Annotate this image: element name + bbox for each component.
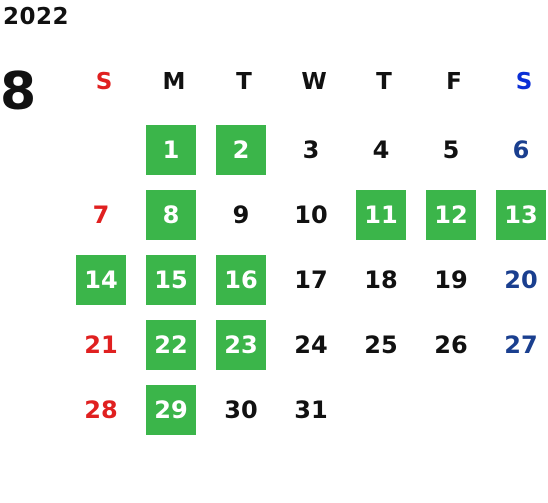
day-number[interactable]: 4 <box>372 136 390 164</box>
day-number[interactable]: 31 <box>294 396 328 424</box>
day-cell: 10 <box>279 184 349 249</box>
day-cell: 31 <box>279 379 349 444</box>
day-cell: 15 <box>139 249 209 314</box>
day-cell: 30 <box>209 379 279 444</box>
weekday-header: S <box>95 69 113 95</box>
day-number[interactable]: 5 <box>442 136 460 164</box>
day-highlighted[interactable]: 12 <box>426 190 476 240</box>
day-number[interactable]: 9 <box>232 201 250 229</box>
day-number[interactable]: 18 <box>364 266 398 294</box>
day-number[interactable]: 25 <box>364 331 398 359</box>
day-cell: 16 <box>209 249 279 314</box>
day-highlighted[interactable]: 29 <box>146 385 196 435</box>
day-number[interactable]: 3 <box>302 136 320 164</box>
day-highlighted[interactable]: 8 <box>146 190 196 240</box>
month-number: 8 <box>0 62 37 122</box>
day-cell: 29 <box>139 379 209 444</box>
day-cell: 19 <box>419 249 489 314</box>
day-cell: 24 <box>279 314 349 379</box>
day-highlighted[interactable]: 2 <box>216 125 266 175</box>
day-cell: 22 <box>139 314 209 379</box>
weekday-header: W <box>301 69 327 95</box>
day-cell: 12 <box>419 184 489 249</box>
day-number[interactable]: 20 <box>504 266 538 294</box>
day-cell: 2 <box>209 119 279 184</box>
day-cell: 27 <box>489 314 548 379</box>
day-number[interactable]: 7 <box>92 201 110 229</box>
day-cell: 6 <box>489 119 548 184</box>
day-number[interactable]: 28 <box>84 396 118 424</box>
day-highlighted[interactable]: 14 <box>76 255 126 305</box>
day-number[interactable]: 21 <box>84 331 118 359</box>
day-cell: 8 <box>139 184 209 249</box>
day-highlighted[interactable]: 16 <box>216 255 266 305</box>
day-cell <box>69 119 139 184</box>
weekday-header: T <box>376 69 392 95</box>
weekday-header: T <box>236 69 252 95</box>
day-highlighted[interactable]: 1 <box>146 125 196 175</box>
day-cell: 9 <box>209 184 279 249</box>
year-label: 2022 <box>3 4 70 30</box>
day-cell: 13 <box>489 184 548 249</box>
day-cell: 4 <box>349 119 419 184</box>
day-cell: 20 <box>489 249 548 314</box>
day-cell: 23 <box>209 314 279 379</box>
day-number[interactable]: 17 <box>294 266 328 294</box>
day-cell: 11 <box>349 184 419 249</box>
day-cell: 25 <box>349 314 419 379</box>
day-cell: 1 <box>139 119 209 184</box>
day-number[interactable]: 10 <box>294 201 328 229</box>
day-number[interactable]: 24 <box>294 331 328 359</box>
day-number[interactable]: 19 <box>434 266 468 294</box>
day-highlighted[interactable]: 11 <box>356 190 406 240</box>
day-cell <box>349 379 419 444</box>
weekday-header: F <box>446 69 462 95</box>
day-highlighted[interactable]: 13 <box>496 190 546 240</box>
day-number[interactable]: 6 <box>512 136 530 164</box>
day-cell: 21 <box>69 314 139 379</box>
day-cell <box>489 379 548 444</box>
weekday-header: M <box>162 69 186 95</box>
day-number[interactable]: 27 <box>504 331 538 359</box>
day-cell <box>419 379 489 444</box>
day-number[interactable]: 30 <box>224 396 258 424</box>
day-cell: 14 <box>69 249 139 314</box>
day-highlighted[interactable]: 23 <box>216 320 266 370</box>
day-number[interactable]: 26 <box>434 331 468 359</box>
day-cell: 18 <box>349 249 419 314</box>
day-highlighted[interactable]: 22 <box>146 320 196 370</box>
day-highlighted[interactable]: 15 <box>146 255 196 305</box>
day-cell: 17 <box>279 249 349 314</box>
day-cell: 26 <box>419 314 489 379</box>
day-cell: 7 <box>69 184 139 249</box>
day-cell: 5 <box>419 119 489 184</box>
day-cell: 3 <box>279 119 349 184</box>
day-cell: 28 <box>69 379 139 444</box>
weekday-header: S <box>515 69 533 95</box>
